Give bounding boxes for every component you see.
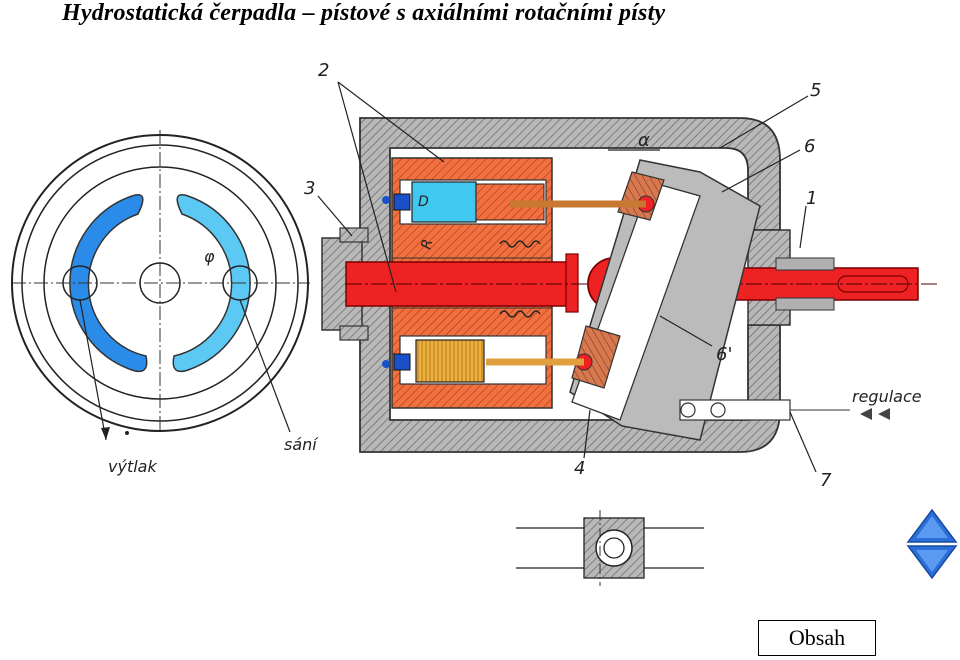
swash-plate [486,159,890,441]
label-4: 4 [574,458,585,479]
obsah-button[interactable]: Obsah [758,620,876,656]
label-7: 7 [820,470,832,491]
label-d: D [418,194,429,210]
nav-down-button[interactable] [906,544,958,580]
label-2: 2 [318,60,329,81]
page-title: Hydrostatická čerpadla – pístové s axiál… [62,0,666,26]
label-alpha: α [638,130,650,151]
port-plate [11,130,310,441]
detail-section [516,510,704,586]
label-6prime: 6' [716,344,732,365]
label-r: R [418,237,436,251]
triangle-up-icon [906,508,958,543]
label-regulace: regulace [852,387,922,406]
label-3: 3 [304,178,315,199]
label-6: 6 [804,136,815,157]
piston-top [411,181,477,223]
suction-port [172,194,251,373]
triangle-down-icon [906,545,958,580]
label-vytlak: výtlak [108,457,157,476]
leader-lines [317,81,817,473]
diagram-labels: 2 3 5 6 1 6' 7 4 α D R φ výtlak sání reg… [108,60,922,491]
label-5: 5 [810,80,821,101]
piston-bottom [415,339,485,383]
label-sani: sání [284,435,319,454]
nav-up-button[interactable] [906,508,958,544]
label-phi: φ [204,247,215,266]
discharge-port [69,194,148,373]
label-1: 1 [806,188,817,209]
